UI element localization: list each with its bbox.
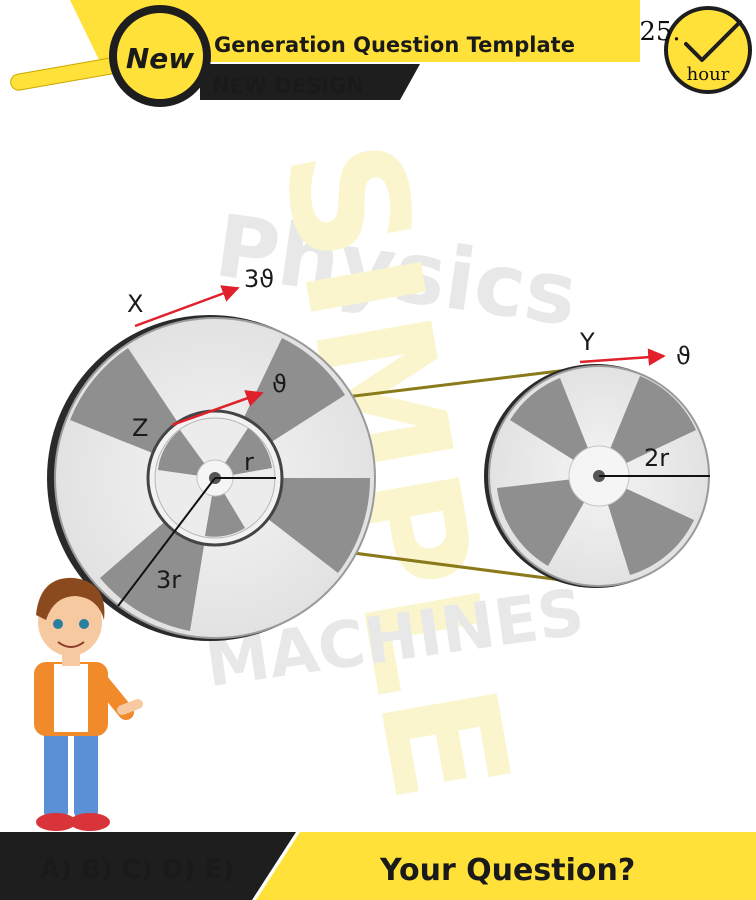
footer-options: A) B) C) D) E) (40, 855, 234, 885)
label-vel-x: 3ϑ (244, 265, 274, 293)
label-radius-outer: 3r (156, 566, 181, 594)
footer-yellow-band (256, 832, 756, 900)
magnifier-handle (10, 57, 120, 91)
label-z: Z (132, 414, 148, 442)
label-radius-inner: r (244, 448, 254, 476)
pulley-small (484, 364, 710, 588)
checkmark-clock-icon (664, 6, 752, 94)
header-subtitle: NEW DESIGN (212, 74, 364, 98)
header: New Generation Question Template NEW DES… (10, 0, 752, 107)
clock-number: 25. (639, 17, 680, 47)
footer: A) B) C) D) E) Your Question? (0, 832, 756, 900)
header-badge: New (126, 42, 194, 75)
boy-pointing-illustration (34, 577, 143, 831)
magnifier-icon (109, 5, 211, 107)
pulley-large (47, 315, 376, 641)
label-x: X (127, 290, 143, 318)
label-vel-z: ϑ (272, 370, 287, 398)
label-radius-right: 2r (644, 444, 669, 472)
velocity-arrows (134, 285, 666, 427)
label-y: Y (579, 328, 595, 356)
label-vel-y: ϑ (676, 342, 691, 370)
footer-dark-band (0, 832, 296, 900)
clock-unit: hour (687, 64, 730, 85)
header-yellow-band (70, 0, 640, 62)
header-title: Generation Question Template (214, 33, 575, 57)
arrow-y (579, 348, 666, 366)
footer-question: Your Question? (379, 853, 635, 888)
arrow-x (134, 285, 240, 328)
arrow-z (171, 390, 264, 427)
header-dark-band (200, 64, 420, 100)
